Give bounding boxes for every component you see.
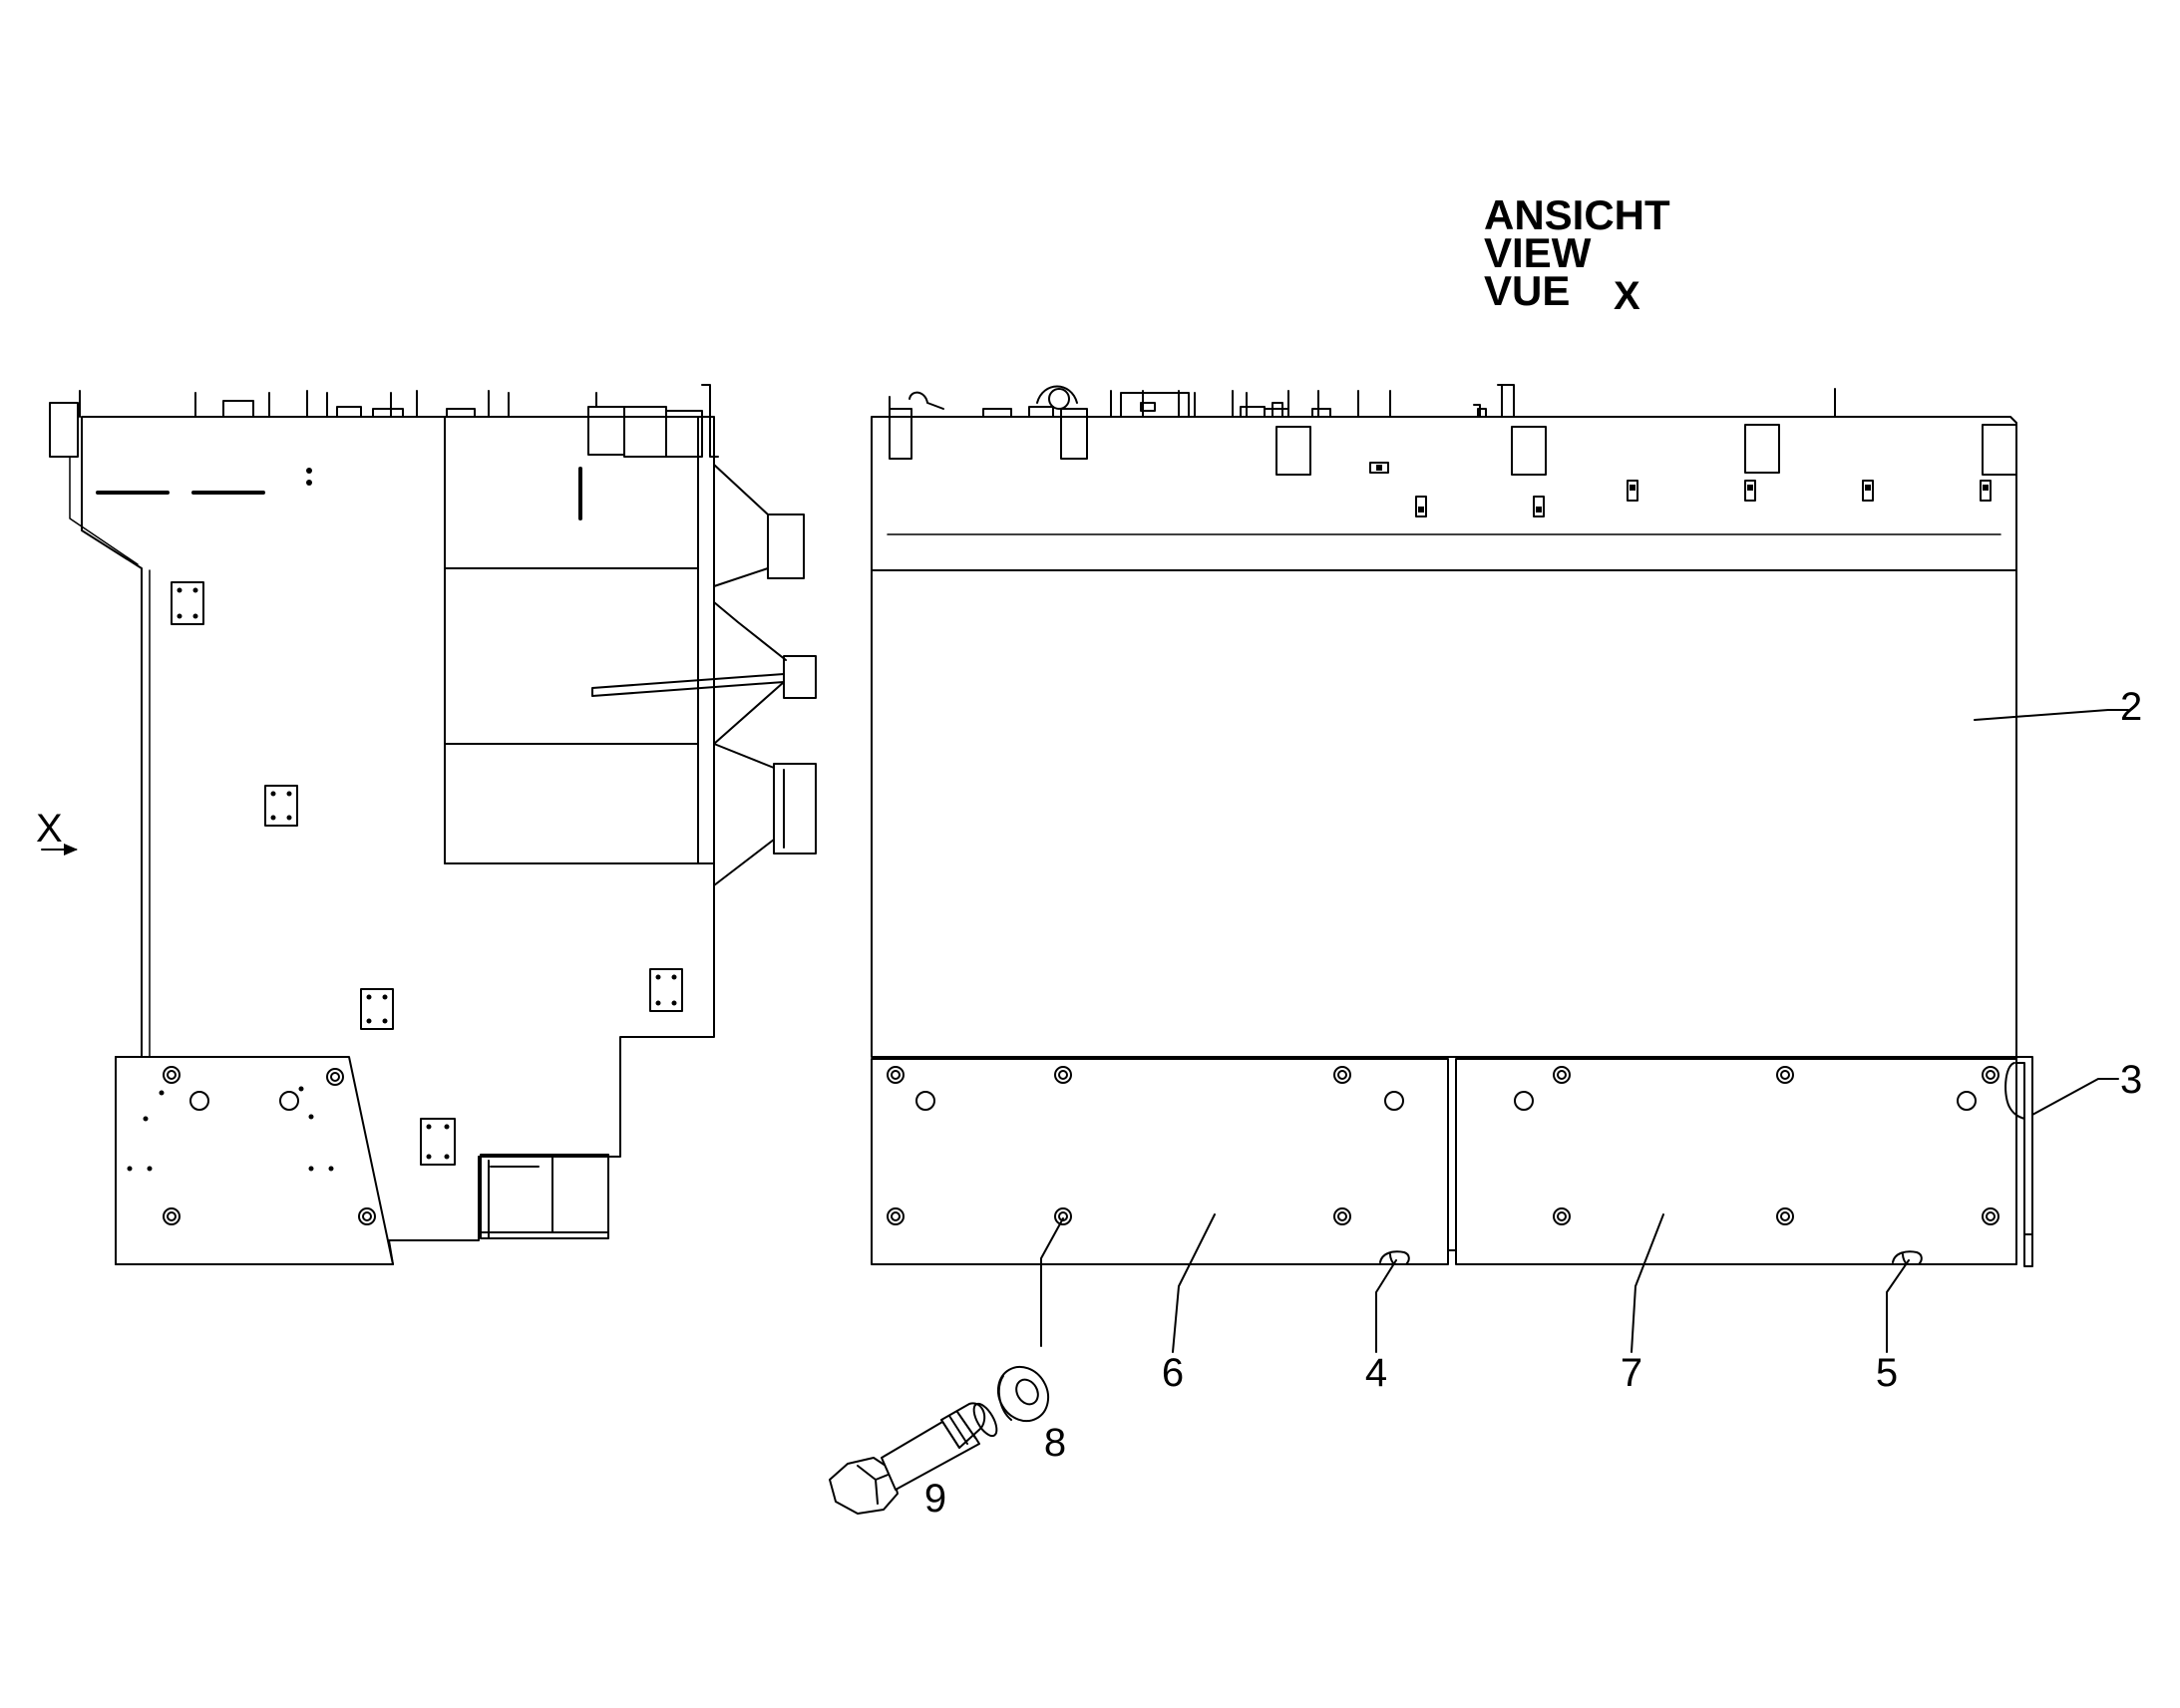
view-x	[871, 384, 2033, 1267]
view-title-view: VIEW	[1484, 229, 1592, 276]
callout-3: 3	[2120, 1058, 2142, 1102]
cover-6	[871, 1058, 1449, 1265]
callout-5: 5	[1876, 1351, 1898, 1395]
view-direction-marker: X	[36, 807, 78, 855]
side-view-base-plate	[115, 1056, 394, 1265]
view-title: ANSICHT VIEW VUE X	[1484, 191, 1670, 318]
view-direction-label: X	[36, 807, 63, 851]
view-x-main-panel	[871, 416, 2017, 1058]
view-x-small-slots	[1415, 480, 1992, 517]
view-title-marker: X	[1614, 274, 1640, 318]
view-x-top-windows	[1275, 424, 2017, 476]
view-title-ansicht: ANSICHT	[1484, 191, 1670, 238]
callout-9: 9	[924, 1477, 946, 1521]
callout-numbers: 2 3 4 5 6 7 8 9	[924, 685, 2142, 1521]
side-view-top-stub	[49, 402, 79, 458]
callout-8: 8	[1044, 1421, 1066, 1465]
cover-7	[1455, 1058, 2017, 1265]
side-view-base-plate-holes	[127, 1066, 376, 1225]
cover-6-bolts	[887, 1066, 1404, 1225]
view-x-top-components	[889, 384, 1836, 460]
washer-8	[996, 1365, 1050, 1423]
callout-6: 6	[1162, 1351, 1184, 1395]
callout-leaders	[1040, 709, 2129, 1353]
callout-2: 2	[2120, 685, 2142, 729]
callout-7: 7	[1621, 1351, 1642, 1395]
callout-4: 4	[1365, 1351, 1387, 1395]
side-rail	[2004, 1056, 2033, 1267]
side-view: X	[36, 384, 817, 1265]
side-view-connectors	[591, 464, 817, 886]
side-view-mounting-plates	[171, 581, 683, 1166]
view-title-vue: VUE	[1484, 267, 1570, 314]
cover-7-bolts	[1514, 1066, 1999, 1225]
side-view-top-components	[79, 384, 719, 458]
bolt-9	[829, 1402, 998, 1515]
side-view-lower-bracket	[480, 1154, 609, 1239]
